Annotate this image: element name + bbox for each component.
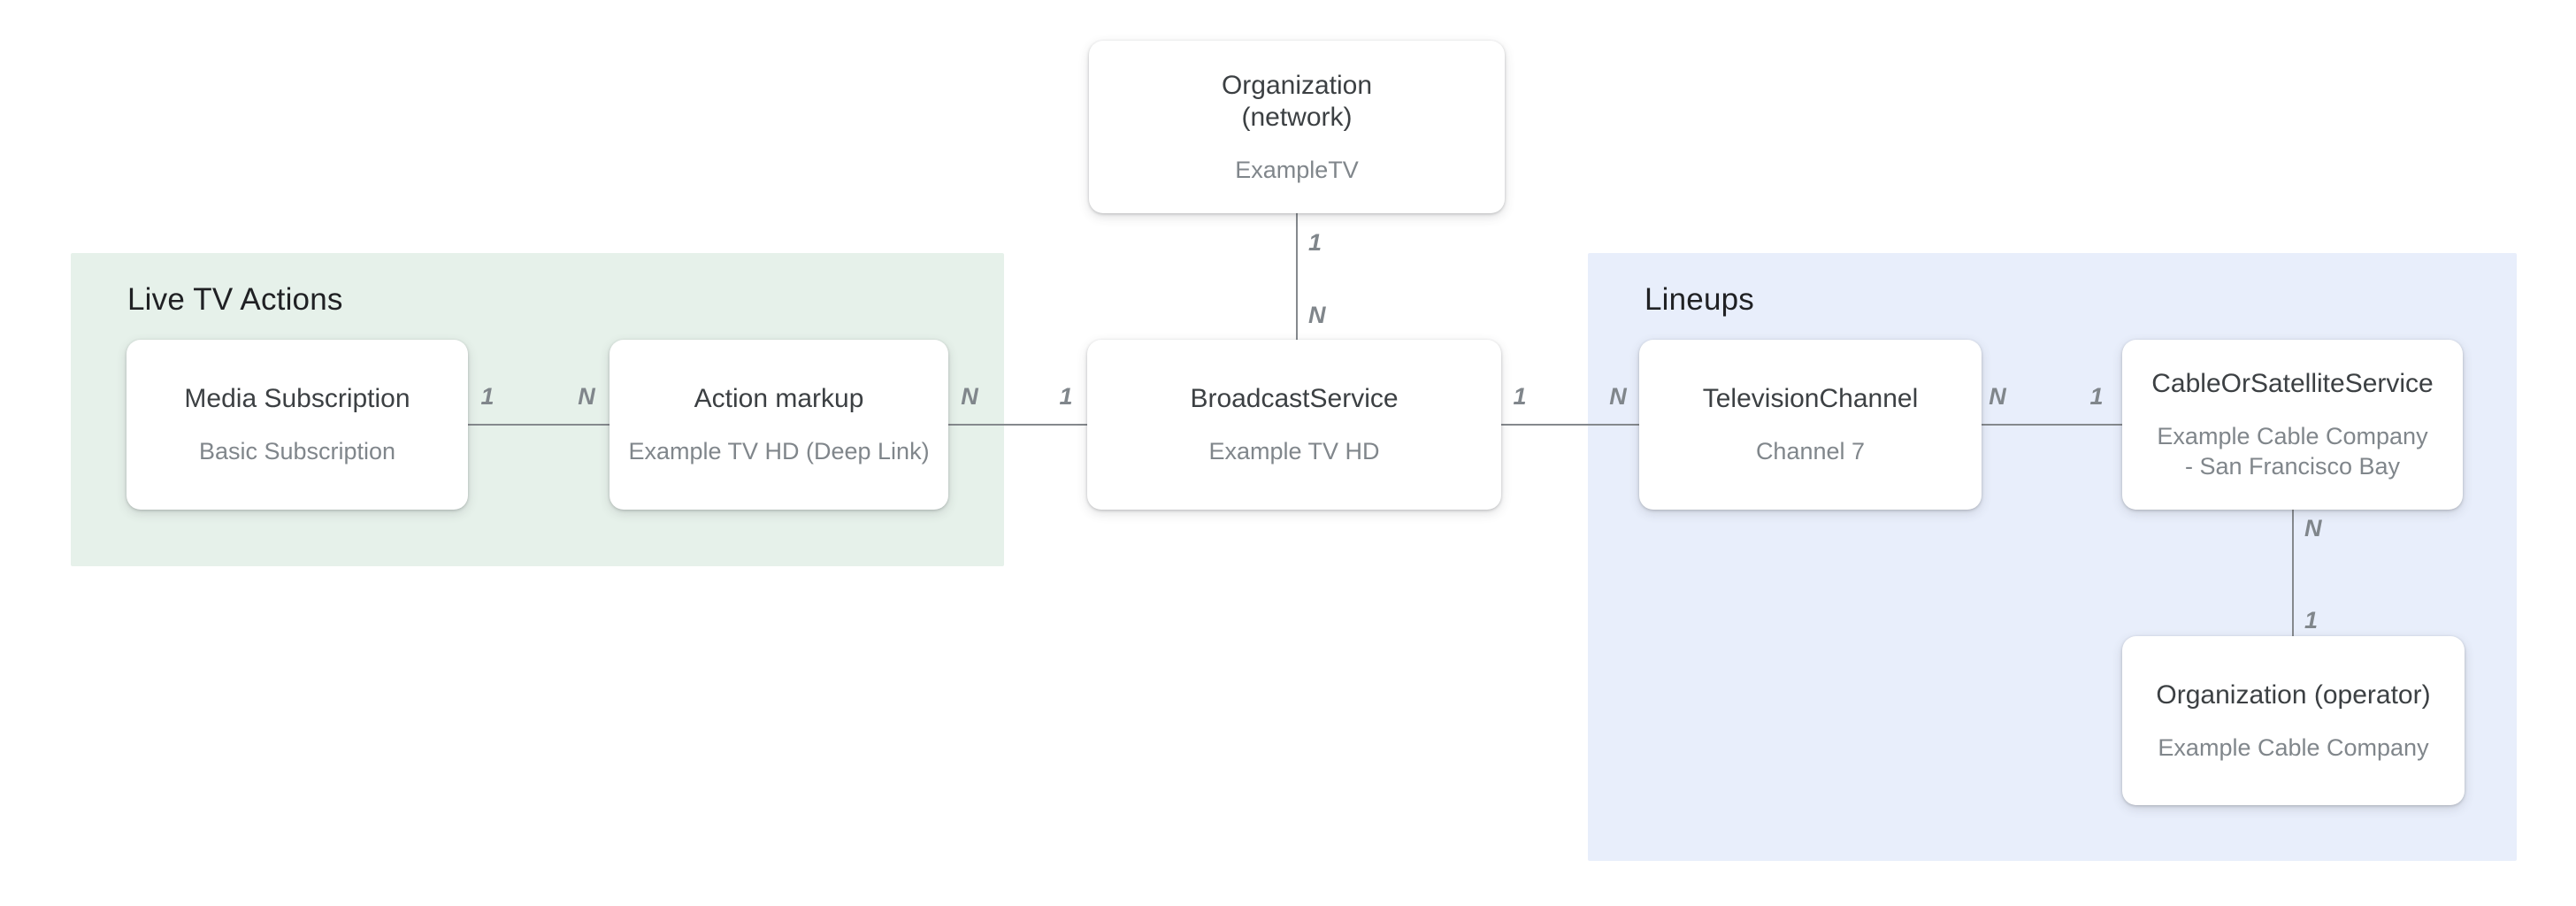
node-title: CableOrSatelliteService	[2151, 369, 2434, 398]
node-organization-operator: Organization (operator) Example Cable Co…	[2122, 636, 2465, 805]
node-action-markup: Action markup Example TV HD (Deep Link)	[610, 340, 948, 510]
connector-media-action	[468, 424, 610, 426]
node-subtitle: Basic Subscription	[198, 438, 396, 465]
node-organization-network: Organization (network) ExampleTV	[1089, 41, 1505, 213]
live-tv-actions-heading: Live TV Actions	[127, 282, 343, 317]
node-title: BroadcastService	[1190, 384, 1399, 413]
cardinality-broadcast-right-end: 1	[1513, 383, 1527, 410]
cardinality-media-end: 1	[480, 383, 494, 410]
node-subtitle: Example TV HD (Deep Link)	[628, 438, 930, 465]
cardinality-broadcast-left-end: 1	[1059, 383, 1073, 410]
cardinality-broadcast-top-end: N	[1308, 302, 1326, 328]
node-subtitle: Example TV HD	[1208, 438, 1380, 465]
node-title: Action markup	[694, 384, 864, 413]
node-broadcast-service: BroadcastService Example TV HD	[1087, 340, 1501, 510]
cardinality-action-right-end: N	[961, 383, 978, 410]
node-title: TelevisionChannel	[1702, 384, 1919, 413]
node-subtitle: Example Cable Company	[2158, 733, 2429, 761]
node-title: Media Subscription	[184, 384, 410, 413]
cardinality-cable-left-end: 1	[2089, 383, 2104, 410]
lineups-heading: Lineups	[1644, 282, 1755, 317]
node-media-subscription: Media Subscription Basic Subscription	[126, 340, 468, 510]
cardinality-operator-end: 1	[2304, 607, 2319, 633]
connector-cable-operator	[2292, 509, 2294, 636]
cardinality-channel-right-end: N	[1989, 383, 2006, 410]
node-subtitle: Channel 7	[1755, 438, 1866, 465]
cardinality-cable-bottom-end: N	[2304, 515, 2322, 541]
node-title: Organization (operator)	[2156, 680, 2431, 710]
node-subtitle: ExampleTV	[1235, 156, 1359, 183]
connector-channel-cable	[1982, 424, 2122, 426]
connector-broadcast-channel	[1501, 424, 1639, 426]
node-title: Organization (network)	[1221, 70, 1373, 132]
cardinality-channel-left-end: N	[1609, 383, 1627, 410]
cardinality-network-end: 1	[1308, 229, 1322, 256]
cardinality-action-left-end: N	[578, 383, 595, 410]
connector-network-broadcast	[1296, 213, 1298, 340]
node-cable-or-satellite-service: CableOrSatelliteService Example Cable Co…	[2122, 340, 2463, 510]
node-subtitle: Example Cable Company - San Francisco Ba…	[2157, 423, 2428, 480]
node-television-channel: TelevisionChannel Channel 7	[1639, 340, 1982, 510]
connector-action-broadcast	[948, 424, 1087, 426]
